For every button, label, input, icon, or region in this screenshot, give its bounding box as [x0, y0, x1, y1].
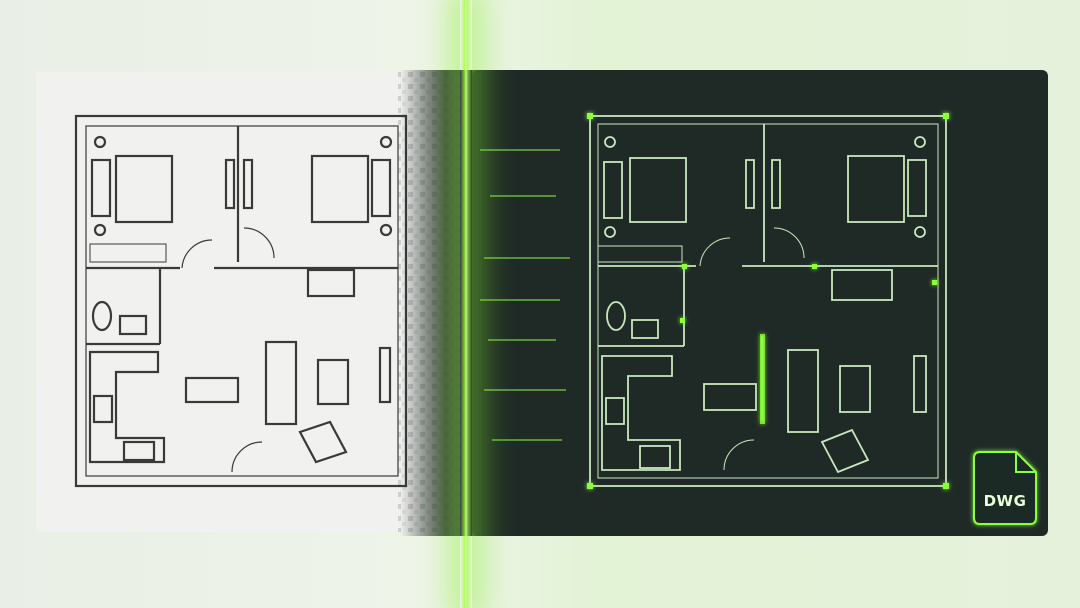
- dwg-badge: DWG: [974, 452, 1036, 524]
- cad-panel: [400, 70, 1048, 536]
- scan-lines: [480, 149, 570, 441]
- cad-floorplan: [589, 115, 947, 487]
- scan-glow-line: [460, 0, 472, 608]
- dwg-label: DWG: [983, 492, 1027, 510]
- cad-node-markers: [587, 113, 949, 489]
- dwg-file-icon: [973, 451, 1037, 525]
